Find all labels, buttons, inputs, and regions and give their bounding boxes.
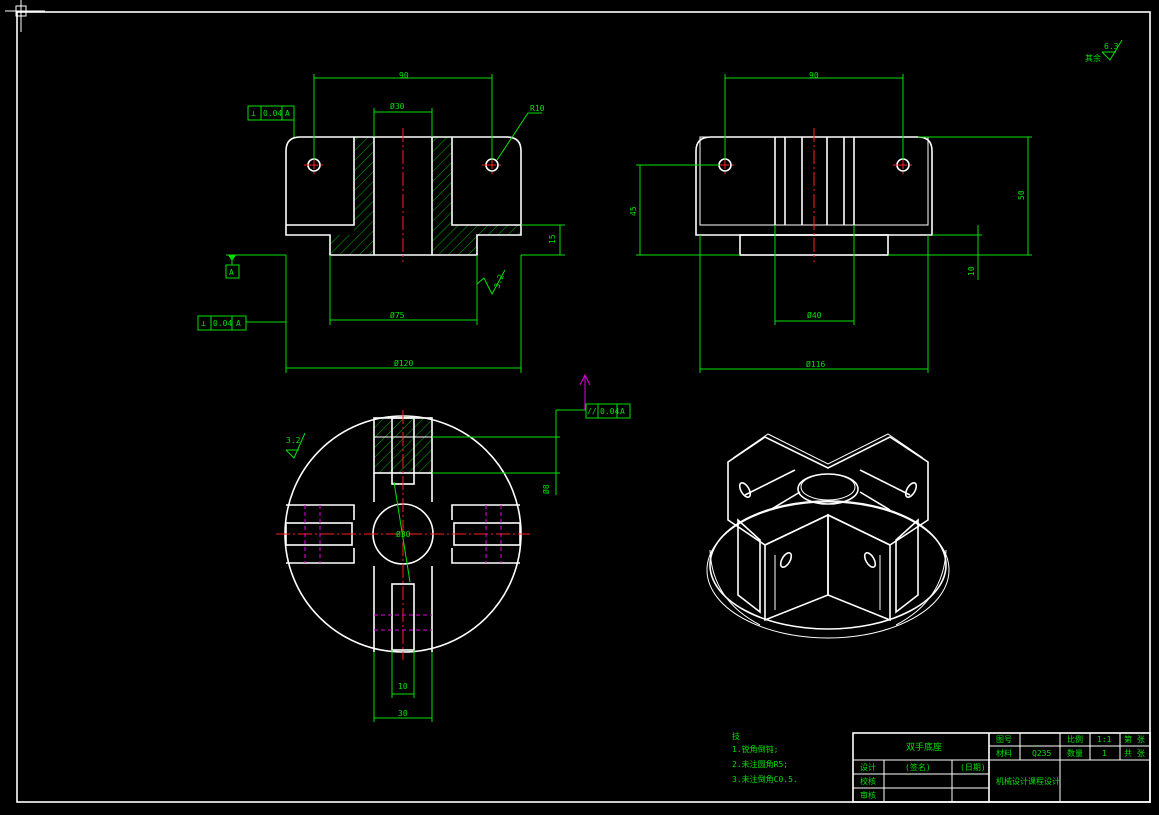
title-qty-label: 数量 bbox=[1067, 748, 1083, 758]
title-total-label: 共 张 bbox=[1124, 749, 1145, 758]
roughness-general-note: 其余 bbox=[1085, 53, 1101, 63]
title-material-label: 材料 bbox=[996, 748, 1012, 758]
svg-text:A: A bbox=[620, 407, 625, 416]
tolerance-frame-perp-bottom: ⊥ 0.04 A bbox=[197, 315, 247, 331]
tolerance-frame-parallel: // 0.04 A bbox=[585, 403, 631, 419]
dim-bore-75: Ø75 bbox=[390, 310, 405, 320]
datum-label: A bbox=[229, 268, 234, 277]
title-designer-value: (签名) bbox=[905, 762, 931, 772]
dim-side-90: 90 bbox=[809, 71, 819, 80]
dim-top-90: 90 bbox=[399, 71, 409, 80]
side-view bbox=[636, 74, 1032, 373]
roughness-general-symbol bbox=[1101, 39, 1123, 61]
roughness-general-value: 6.3 bbox=[1104, 42, 1119, 51]
notes-line-1: 1.锐角倒钝; bbox=[732, 744, 778, 754]
title-part-name: 双手底座 bbox=[906, 741, 942, 753]
dim-side-45: 45 bbox=[629, 206, 638, 216]
plan-view bbox=[276, 373, 591, 722]
svg-text:⊥: ⊥ bbox=[201, 319, 206, 328]
svg-text:0.04: 0.04 bbox=[213, 319, 232, 328]
dim-center-30: Ø30 bbox=[396, 529, 411, 539]
front-section-view bbox=[225, 74, 565, 373]
dim-height-15: 15 bbox=[548, 234, 557, 244]
notes-line-2: 2.未注圆角R5; bbox=[732, 759, 788, 769]
svg-text:⊥: ⊥ bbox=[251, 109, 256, 118]
dim-radius-10: R10 bbox=[530, 104, 545, 113]
title-designer-label: 设计 bbox=[860, 762, 876, 772]
title-approver-label: 审核 bbox=[860, 790, 876, 800]
dim-width-120: Ø120 bbox=[394, 358, 413, 368]
roughness-plan: 3.2 bbox=[286, 436, 301, 445]
notes-heading: 技 bbox=[732, 731, 740, 741]
dim-side-50: 50 bbox=[1017, 190, 1026, 200]
title-qty-value: 1 bbox=[1102, 749, 1107, 758]
title-scale-value: 1:1 bbox=[1097, 735, 1112, 744]
notes-line-3: 3.未注倒角C0.5. bbox=[732, 774, 798, 784]
dim-side-116: Ø116 bbox=[806, 359, 825, 369]
roughness-front: 3.2 bbox=[492, 273, 505, 290]
title-date-value: (日期) bbox=[960, 763, 986, 772]
svg-text:0.04: 0.04 bbox=[600, 407, 619, 416]
svg-text://: // bbox=[587, 407, 597, 416]
isometric-view bbox=[706, 433, 950, 639]
svg-text:0.04: 0.04 bbox=[263, 109, 282, 118]
title-checker-label: 校核 bbox=[860, 776, 876, 786]
dim-side-40: Ø40 bbox=[807, 310, 822, 320]
drawing-frame bbox=[16, 11, 1151, 803]
title-material-value: Q235 bbox=[1032, 749, 1051, 758]
dim-side-10: 10 bbox=[967, 266, 976, 276]
tolerance-frame-perp-top: ⊥ 0.04 A bbox=[247, 105, 295, 121]
title-scale-label: 比例 bbox=[1067, 734, 1083, 744]
svg-text:A: A bbox=[236, 319, 241, 328]
cursor-crosshair-icon bbox=[5, 0, 45, 32]
dim-small-bore: Ø8 bbox=[541, 484, 551, 494]
title-sheet-label: 第 张 bbox=[1124, 734, 1145, 744]
title-drawing-no-label: 图号 bbox=[996, 735, 1012, 744]
title-block bbox=[852, 732, 1151, 803]
svg-text:A: A bbox=[285, 109, 290, 118]
dim-slot-10: 10 bbox=[398, 682, 408, 691]
dim-bore-30: Ø30 bbox=[390, 101, 405, 111]
title-course: 机械设计课程设计 bbox=[996, 776, 1060, 786]
dim-slot-30: 30 bbox=[398, 709, 408, 718]
